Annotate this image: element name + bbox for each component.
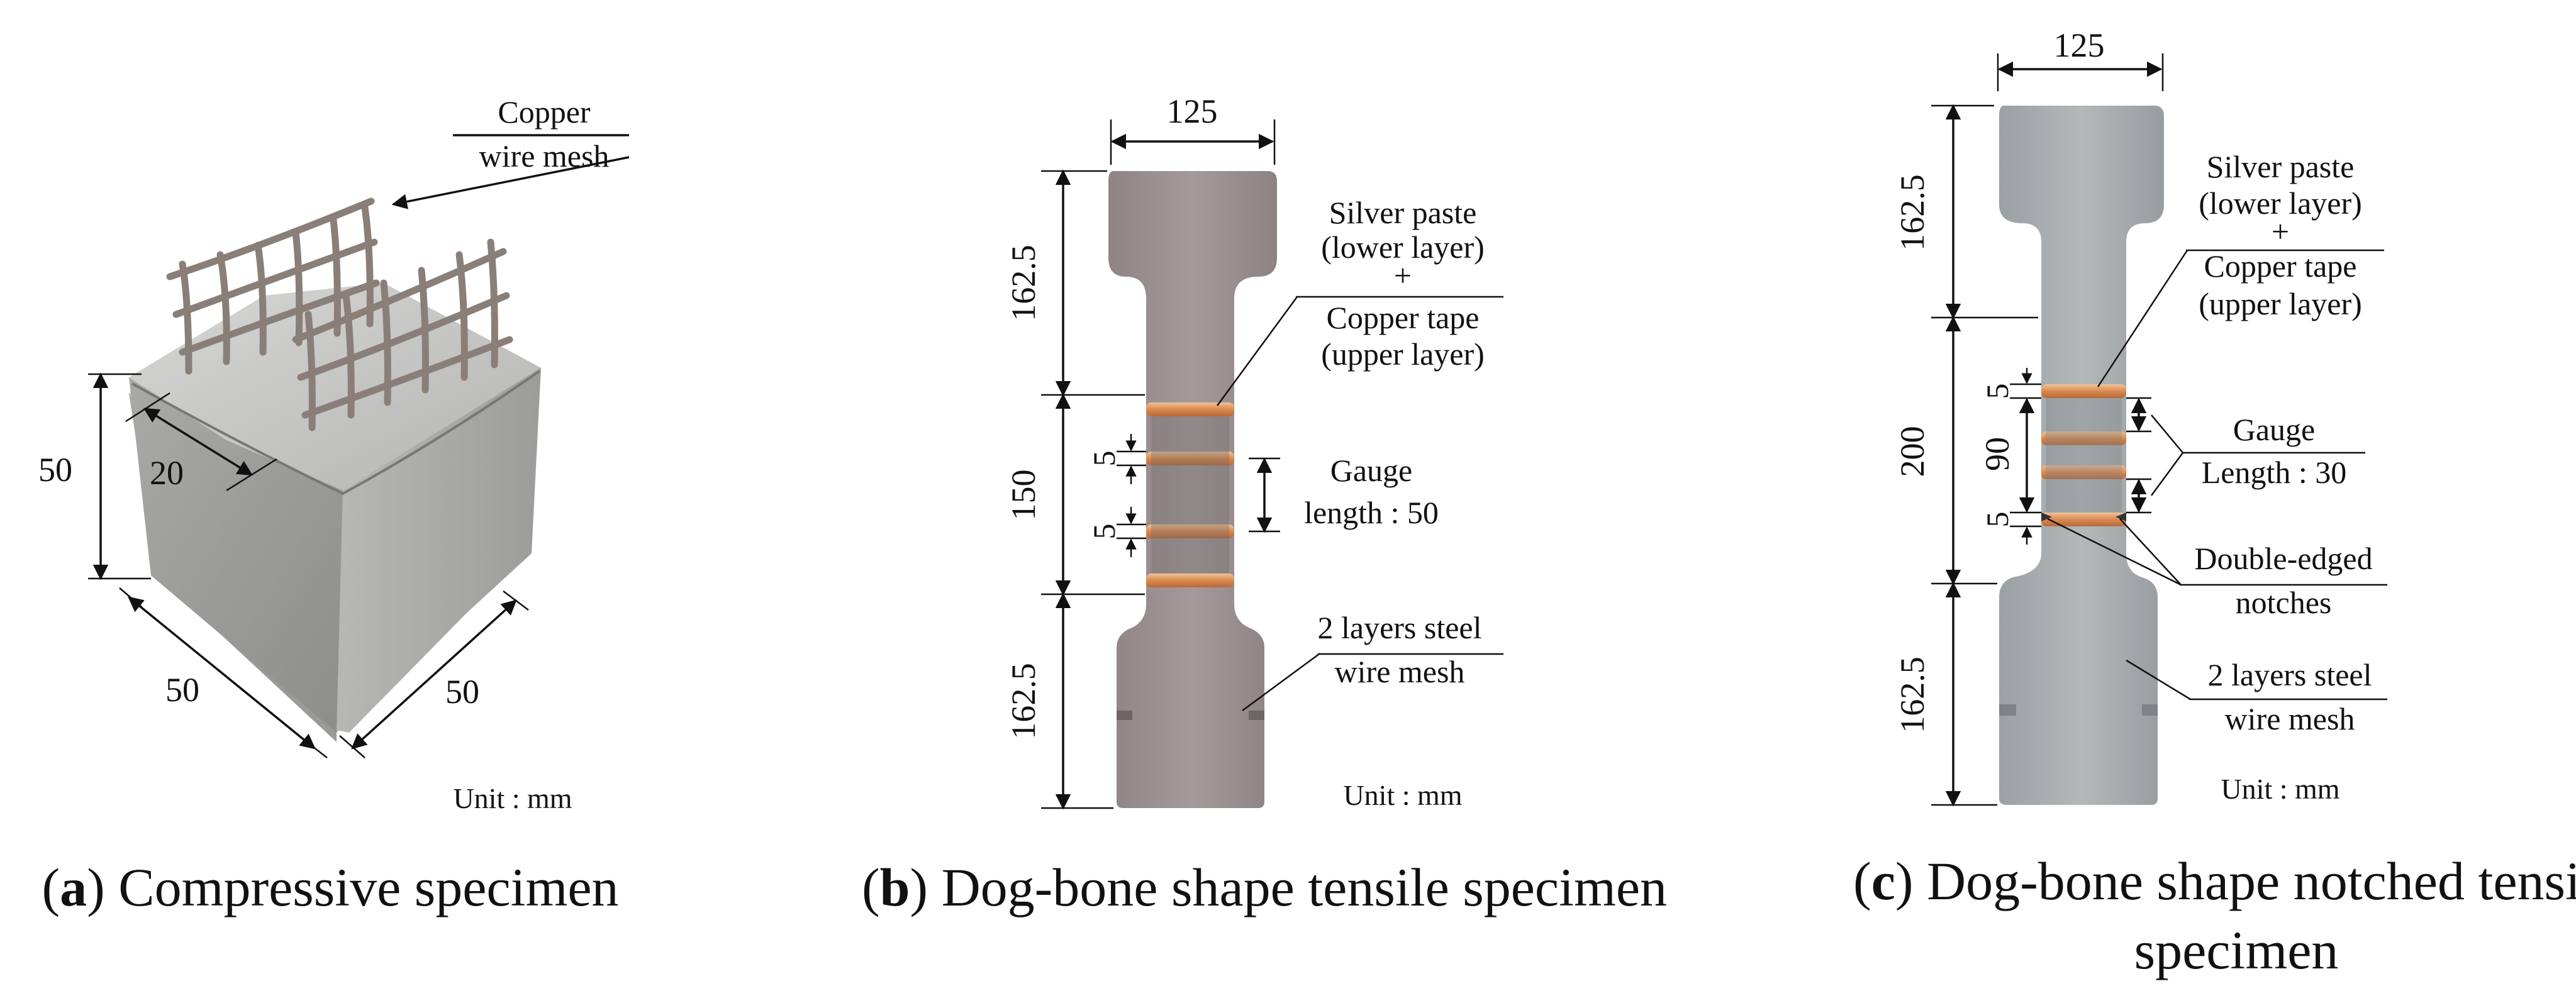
copper-mesh-leader-arrow bbox=[391, 156, 630, 209]
copper-label-line2: wire mesh bbox=[479, 138, 610, 174]
panel-c-notched-tensile: 125 162.5 200 162.5 5 90 5 Gauge Le bbox=[1853, 26, 2576, 980]
copper-c-label-2: (upper layer) bbox=[2199, 286, 2362, 321]
dim-c-bot-value: 162.5 bbox=[1893, 657, 1931, 733]
gauge-c-label-1: Gauge bbox=[2233, 412, 2316, 447]
dim-c90-value: 90 bbox=[1978, 437, 2016, 471]
notch-right bbox=[2116, 513, 2126, 521]
unit-label-a: Unit : mm bbox=[453, 782, 572, 814]
dim-embed-value: 20 bbox=[150, 454, 184, 492]
notch-label-2: notches bbox=[2236, 585, 2332, 620]
mesh-c-label-1: 2 layers steel bbox=[2207, 657, 2372, 692]
unit-label-b: Unit : mm bbox=[1343, 779, 1462, 811]
dim-left-line bbox=[128, 596, 316, 750]
dim-b-top-value: 162.5 bbox=[1005, 245, 1042, 321]
dim-height-value: 50 bbox=[38, 451, 72, 489]
unit-label-c: Unit : mm bbox=[2221, 773, 2339, 805]
plus-c-label: + bbox=[2272, 214, 2289, 249]
copper-c-leader bbox=[2097, 250, 2188, 387]
mesh-c-label-2: wire mesh bbox=[2225, 701, 2355, 736]
caption-c-line2: specimen bbox=[2134, 920, 2339, 980]
copper-b-label-2: (upper layer) bbox=[1321, 336, 1485, 372]
dim-width-b-value: 125 bbox=[1167, 92, 1218, 130]
grip-notch-right bbox=[1249, 711, 1264, 720]
dim-b-bot-value: 162.5 bbox=[1005, 663, 1042, 740]
gauge-b-label-2: length : 50 bbox=[1304, 495, 1439, 530]
gauge-c-leader-1 bbox=[2151, 414, 2183, 453]
dim-width-c-value: 125 bbox=[2054, 26, 2105, 64]
gauge-c-label-2: Length : 30 bbox=[2202, 455, 2347, 490]
dim-embed-ext-1 bbox=[125, 392, 170, 423]
dim-5a-value: 5 bbox=[1086, 451, 1122, 467]
dog-bone-specimen-b bbox=[1108, 171, 1277, 808]
dim-b-mid-value: 150 bbox=[1005, 470, 1042, 521]
notch-label-1: Double-edged bbox=[2194, 541, 2372, 576]
gauge-b-label-1: Gauge bbox=[1330, 453, 1413, 488]
copper-tape-bands-b bbox=[1146, 402, 1234, 587]
copper-label-line1: Copper bbox=[498, 94, 591, 130]
dim-embed-line bbox=[143, 407, 254, 476]
grip-notch-left bbox=[1117, 711, 1132, 720]
dim-5b-value: 5 bbox=[1086, 524, 1122, 540]
copper-tape-bands-c bbox=[2041, 384, 2126, 526]
gauge-darkened-region bbox=[1151, 416, 1229, 574]
copper-b-label-1: Copper tape bbox=[1327, 300, 1480, 335]
dim-right-ext-2 bbox=[503, 590, 529, 611]
mesh-b-label-1: 2 layers steel bbox=[1317, 610, 1481, 645]
mesh-c-leader bbox=[2126, 659, 2191, 701]
dim-right-value: 50 bbox=[445, 673, 479, 711]
panel-b-tensile: 125 162.5 150 162.5 5 5 Gauge length : 5… bbox=[862, 92, 1667, 917]
dim-left-ext-1 bbox=[119, 587, 142, 607]
notch-left bbox=[2041, 513, 2052, 521]
plus-b-label: + bbox=[1394, 258, 1412, 293]
silver-b-label-1: Silver paste bbox=[1329, 195, 1477, 230]
caption-a: (a) Compressive specimen bbox=[42, 857, 618, 917]
copper-b-leader bbox=[1216, 296, 1298, 406]
dim-left-ext-2 bbox=[298, 735, 328, 758]
dim-c-mid-value: 200 bbox=[1893, 426, 1931, 477]
mesh-b-leader bbox=[1242, 653, 1320, 712]
caption-c-line1: (c) Dog-bone shape notched tensile bbox=[1853, 851, 2576, 911]
grip-c-notch-left bbox=[1999, 704, 2016, 716]
dim-right-line bbox=[351, 599, 517, 750]
dim-left-value: 50 bbox=[165, 671, 199, 709]
silver-c-label-2: (lower layer) bbox=[2199, 186, 2362, 221]
copper-c-label-1: Copper tape bbox=[2204, 248, 2357, 284]
dim-embed-ext-2 bbox=[226, 458, 277, 492]
dim-right-ext-1 bbox=[339, 735, 365, 758]
caption-b: (b) Dog-bone shape tensile specimen bbox=[862, 857, 1667, 917]
grip-c-notch-right bbox=[2142, 704, 2158, 716]
silver-c-label-1: Silver paste bbox=[2207, 149, 2355, 184]
silver-b-label-2: (lower layer) bbox=[1321, 230, 1485, 265]
notch-leader-1 bbox=[2047, 518, 2182, 586]
dim-c5a-value: 5 bbox=[1980, 384, 2015, 399]
dim-c-top-value: 162.5 bbox=[1893, 174, 1931, 251]
notch-leader-2 bbox=[2119, 518, 2182, 585]
panel-a-compressive: Copper wire mesh 50 20 50 50 Unit : mm (… bbox=[38, 94, 630, 917]
dim-c5b-value: 5 bbox=[1980, 512, 2015, 528]
gauge-c-leader-2 bbox=[2150, 452, 2184, 496]
gauge-c-darkened-region bbox=[2046, 398, 2122, 513]
mesh-b-label-2: wire mesh bbox=[1335, 654, 1465, 689]
dog-bone-specimen-c bbox=[1999, 106, 2164, 805]
copper-wire-mesh-image bbox=[166, 197, 513, 431]
